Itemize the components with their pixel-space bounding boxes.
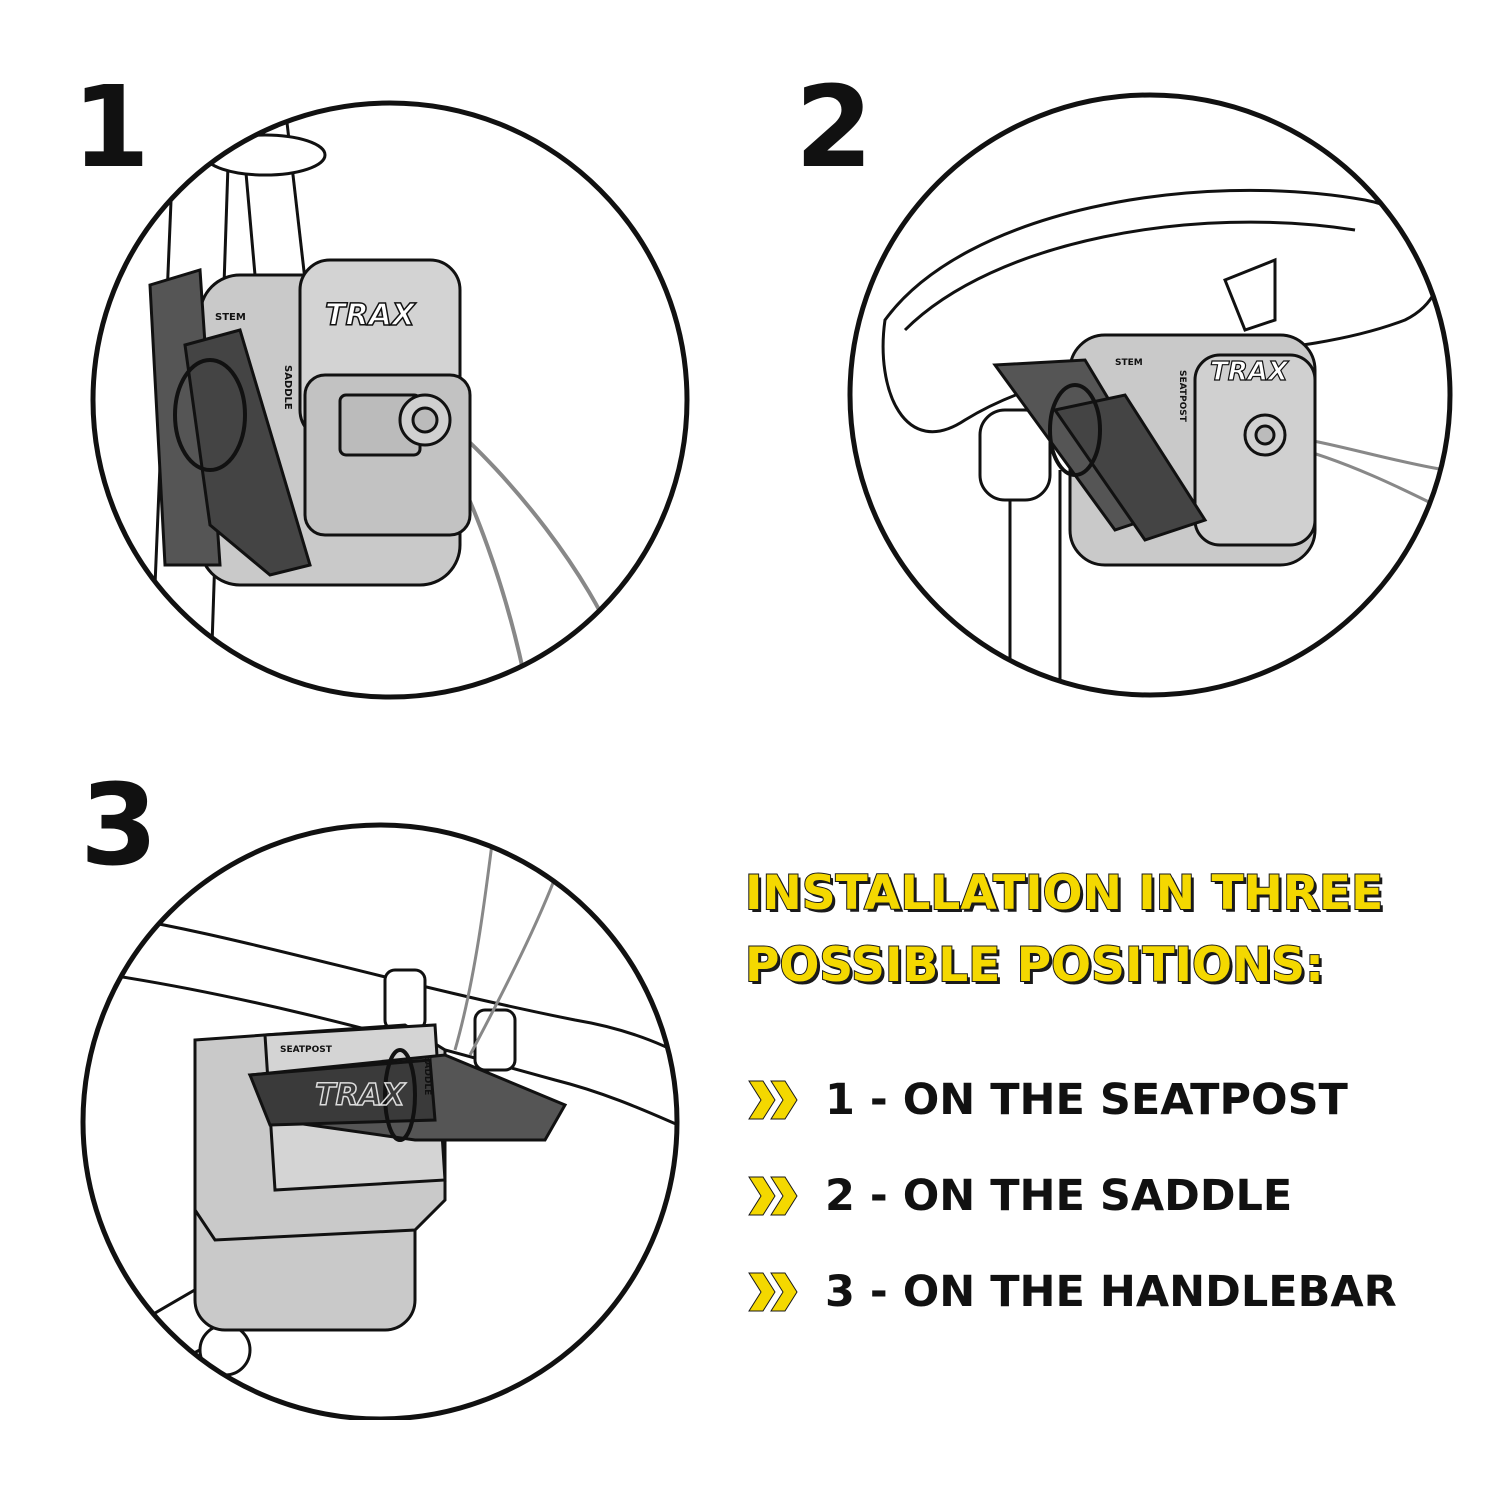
position-label: 1 - ON THE SEATPOST [825, 1075, 1348, 1125]
heading-line-1: INSTALLATION IN THREE [744, 865, 1384, 922]
device-label-seatpost: SEATPOST [280, 1045, 333, 1055]
position-label: 3 - ON THE HANDLEBAR [825, 1267, 1397, 1317]
double-chevron-icon [748, 1272, 798, 1312]
brand-logo-text: TRAX [315, 1078, 407, 1113]
step-number-1: 1 [72, 63, 150, 193]
step-number-2: 2 [795, 63, 873, 193]
saddle-illustration-svg: TRAX STEM SEATPOST [847, 92, 1453, 698]
heading-line-2: POSSIBLE POSITIONS: [744, 937, 1325, 994]
positions-list: 1 - ON THE SEATPOST 2 - ON THE SADDLE 3 … [745, 1052, 1495, 1340]
illustration-saddle: TRAX STEM SEATPOST [845, 90, 1455, 700]
list-item-saddle: 2 - ON THE SADDLE [745, 1148, 1495, 1244]
double-chevron-icon [748, 1080, 798, 1120]
device-label-saddle: SADDLE [282, 365, 293, 410]
seatpost-illustration-svg: TRAX STEM SADDLE [90, 100, 690, 700]
illustration-seatpost: TRAX STEM SADDLE [90, 95, 690, 705]
brand-logo-text: TRAX [1210, 357, 1290, 387]
installation-heading: INSTALLATION IN THREE POSSIBLE POSITIONS… [744, 858, 1485, 1002]
step-number-3: 3 [80, 761, 158, 891]
device-label-saddle: SADDLE [422, 1055, 432, 1095]
list-item-handlebar: 3 - ON THE HANDLEBAR [745, 1244, 1495, 1340]
double-chevron-icon [748, 1176, 798, 1216]
handlebar-illustration-svg: TRAX SEATPOST SADDLE [80, 822, 680, 1420]
device-label-stem: STEM [1115, 358, 1143, 368]
position-label: 2 - ON THE SADDLE [825, 1171, 1293, 1221]
list-item-seatpost: 1 - ON THE SEATPOST [745, 1052, 1495, 1148]
brand-logo-text: TRAX [325, 298, 417, 333]
illustration-handlebar: TRAX SEATPOST SADDLE [75, 820, 690, 1420]
device-label-stem: STEM [215, 312, 246, 323]
device-label-seatpost: SEATPOST [1177, 370, 1187, 423]
